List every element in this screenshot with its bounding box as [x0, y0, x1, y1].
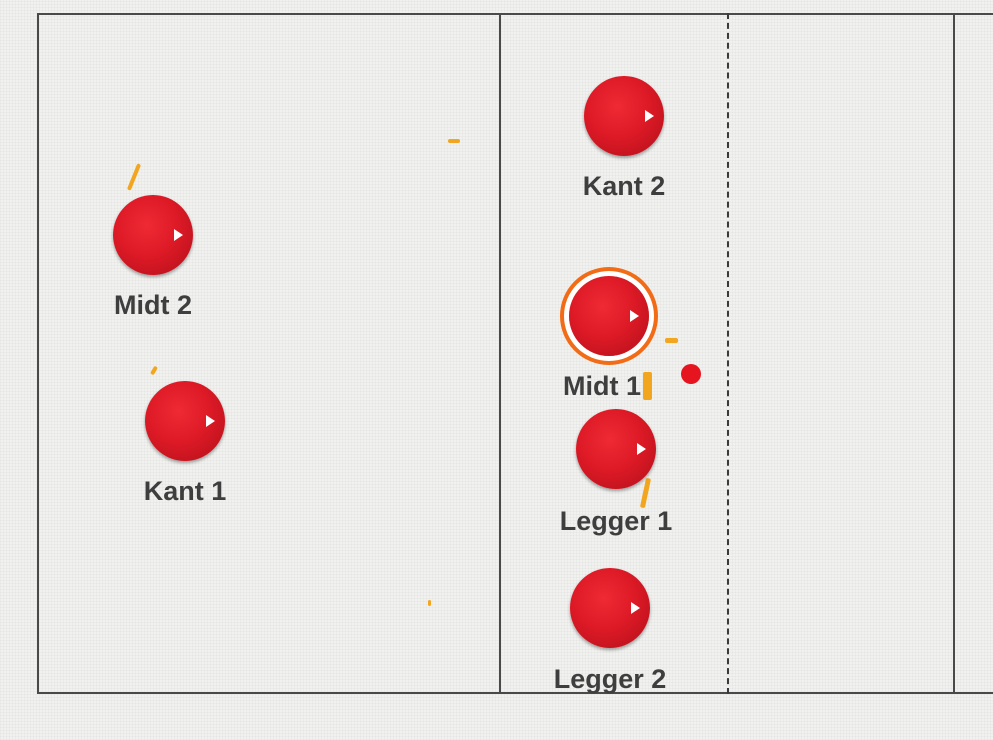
drag-mark [665, 338, 678, 343]
play-arrow-icon [174, 229, 183, 241]
player-token-midt-2[interactable] [113, 195, 193, 275]
court-center-line [499, 13, 501, 694]
player-token-legger-2[interactable] [570, 568, 650, 648]
play-arrow-icon [630, 310, 639, 322]
player-label-kant-1: Kant 1 [143, 476, 227, 506]
drag-mark [428, 600, 431, 606]
drag-mark [643, 372, 652, 400]
player-label-midt-1: Midt 1 [563, 371, 641, 401]
drag-mark [448, 139, 460, 143]
play-arrow-icon [631, 602, 640, 614]
player-token-kant-1[interactable] [145, 381, 225, 461]
ball[interactable] [681, 364, 701, 384]
player-token-legger-1[interactable] [576, 409, 656, 489]
attack-line-dashed [727, 13, 729, 694]
player-token-midt-1[interactable] [569, 276, 649, 356]
court [37, 13, 993, 694]
player-label-legger-1: Legger 1 [559, 506, 673, 536]
play-arrow-icon [645, 110, 654, 122]
play-arrow-icon [206, 415, 215, 427]
player-label-legger-2: Legger 2 [553, 664, 667, 694]
player-label-midt-2: Midt 2 [114, 290, 192, 320]
court-right-line [953, 13, 955, 694]
player-token-kant-2[interactable] [584, 76, 664, 156]
play-arrow-icon [637, 443, 646, 455]
player-label-kant-2: Kant 2 [582, 171, 666, 201]
